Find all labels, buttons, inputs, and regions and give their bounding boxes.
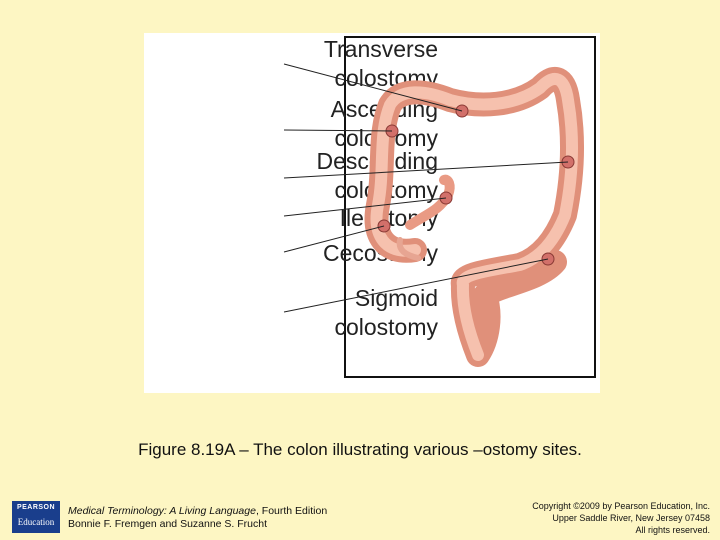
logo-line1: PEARSON — [12, 504, 60, 511]
copyright-line2: Upper Saddle River, New Jersey 07458 — [532, 512, 710, 524]
leader-descending — [284, 162, 568, 178]
figure-caption: Figure 8.19A – The colon illustrating va… — [0, 440, 720, 460]
copyright-line1: Copyright ©2009 by Pearson Education, In… — [532, 500, 710, 512]
footer-citation: Medical Terminology: A Living Language, … — [68, 505, 327, 531]
logo-line2: Education — [12, 517, 60, 527]
copyright-line3: All rights reserved. — [532, 524, 710, 536]
citation-book-line: Medical Terminology: A Living Language, … — [68, 505, 327, 518]
pearson-logo: PEARSON Education — [12, 501, 60, 533]
colon-outline — [377, 79, 572, 355]
citation-authors: Bonnie F. Fremgen and Suzanne S. Frucht — [68, 518, 327, 531]
footer-copyright: Copyright ©2009 by Pearson Education, In… — [532, 500, 710, 536]
book-edition: , Fourth Edition — [256, 505, 327, 517]
book-title: Medical Terminology: A Living Language — [68, 505, 256, 517]
